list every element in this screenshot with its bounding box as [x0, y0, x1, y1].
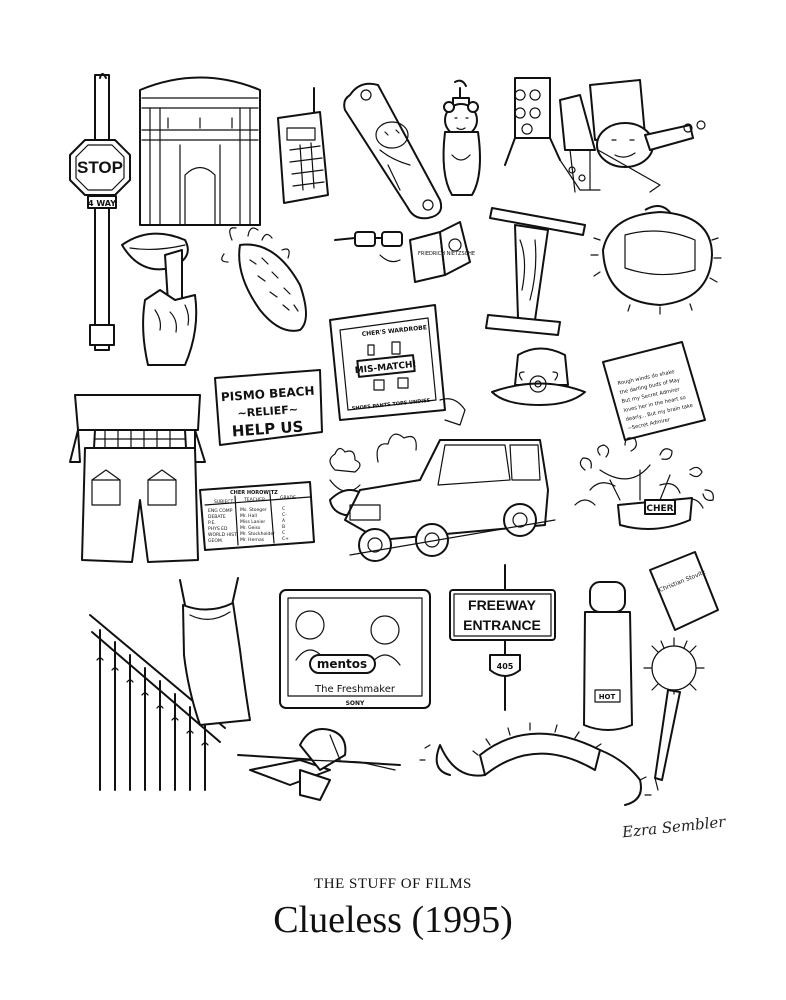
tennis-racket-icon: [237, 728, 401, 801]
podium-icon: [485, 207, 586, 336]
tv-commercial-icon: mentos The Freshmaker SONY: [279, 589, 431, 709]
fuzzy-backpack-icon: [590, 205, 722, 315]
mansion-icon: [139, 76, 261, 226]
report-col-1: SUBJECT: [214, 499, 234, 505]
freeway-sign-icon: FREEWAY ENTRANCE 405: [449, 564, 556, 711]
series-label: THE STUFF OF FILMS: [314, 876, 472, 892]
report-cell: WORLD HIST: [208, 532, 237, 538]
report-col-3: GRADE: [280, 495, 296, 501]
stop-sign-icon: STOP 4 WAY: [69, 73, 131, 351]
flower-hat-icon: [491, 347, 586, 406]
fur-hat-icon: [419, 722, 652, 806]
report-cell: PHYS ED: [208, 526, 228, 532]
report-cell: Ms. Stoeger: [240, 507, 267, 513]
flowers-tag: CHER: [646, 504, 673, 514]
burning-pinecone-icon: [221, 227, 307, 332]
stop-sign-text: STOP: [77, 158, 123, 177]
report-cell: Mr. Stockholder: [240, 531, 275, 537]
report-cell: Mr. Geiss: [240, 525, 261, 531]
tv-slogan: The Freshmaker: [314, 684, 396, 695]
envelope-icon: Christian Stovitz: [649, 551, 719, 631]
tv-set-brand: SONY: [346, 700, 365, 707]
report-cell: DEBATE: [208, 514, 226, 520]
report-cell: ENG COMP: [208, 508, 233, 514]
plaid-outfit-icon: [69, 394, 206, 563]
report-cell: P.E.: [208, 520, 216, 526]
report-cell: C+: [282, 536, 289, 542]
report-cell: C-: [282, 512, 287, 518]
stop-sign-plate: 4 WAY: [88, 199, 116, 208]
report-card-icon: CHER HOROWITZ SUBJECT TEACHER GRADE ENG …: [199, 481, 315, 551]
glasses-card-text: FRIEDRICH NIETZSCHE: [418, 251, 475, 257]
lipstick-icon: [121, 232, 198, 366]
slip-dress-icon: [179, 577, 251, 726]
freeway-route: 405: [497, 662, 514, 671]
shopping-cart-icon: [504, 77, 706, 193]
report-header: CHER HOROWITZ: [230, 490, 278, 496]
report-cell: A: [282, 518, 286, 524]
report-cell: GEOM.: [208, 538, 223, 544]
jeep-crash-icon: [329, 433, 556, 562]
pismo-line-2: ~RELIEF~: [237, 403, 298, 420]
film-title: Clueless (1995): [273, 899, 513, 941]
secret-admirer-note-icon: Rough winds do shake the darling buds of…: [602, 341, 706, 441]
report-cell: Miss Lanier: [240, 519, 265, 525]
thermos-label: HOT: [599, 693, 616, 701]
pismo-line-3: HELP US: [231, 418, 304, 441]
freeway-line-1: FREEWAY: [468, 597, 537, 613]
thermos-icon: HOT: [583, 581, 633, 731]
pismo-line-1: PISMO BEACH: [220, 384, 314, 405]
report-col-2: TEACHER: [243, 497, 265, 503]
fuzzy-pen-icon: [643, 637, 705, 791]
flower-arrangement-icon: CHER: [574, 437, 714, 530]
wardrobe-computer-icon: CHER'S WARDROBE MIS-MATCH! SHOES PANTS T…: [329, 304, 466, 426]
tv-brand: mentos: [317, 657, 367, 671]
report-cell: C: [282, 530, 285, 536]
skateboard-icon: [343, 82, 443, 220]
report-cell: Mr. Hernas: [240, 537, 265, 543]
report-cell: C: [282, 506, 285, 512]
report-cell: Mr. Hall: [240, 513, 257, 519]
cellphone-icon: [277, 87, 329, 204]
honey-bear-icon: [442, 79, 481, 196]
freeway-line-2: ENTRANCE: [463, 617, 541, 633]
glasses-and-card-icon: FRIEDRICH NIETZSCHE: [334, 221, 475, 283]
report-cell: B: [282, 524, 285, 530]
relief-sign-icon: PISMO BEACH ~RELIEF~ HELP US: [214, 369, 323, 446]
